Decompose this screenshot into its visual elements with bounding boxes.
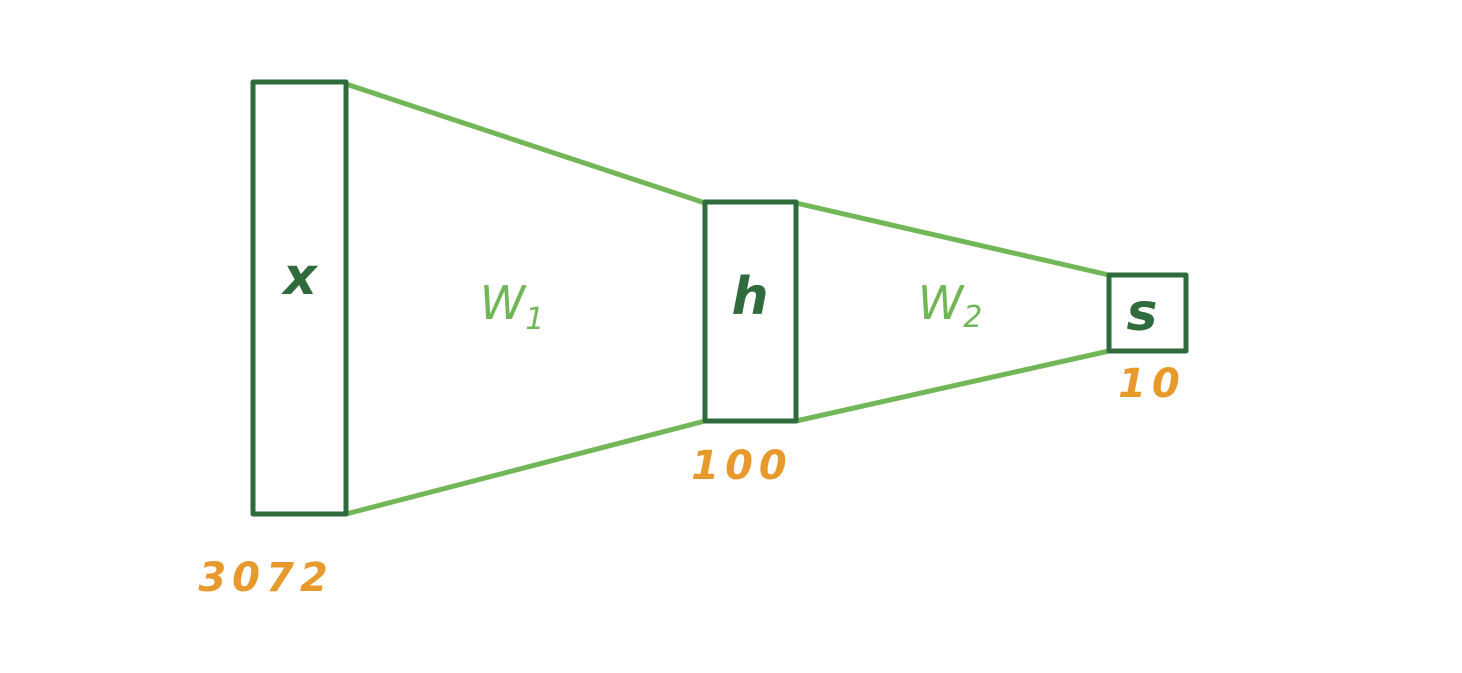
weight-label-w2: W2 xyxy=(918,276,983,335)
connector-x-h-bottom xyxy=(343,418,708,517)
size-label-x: 3072 xyxy=(198,555,333,601)
weight-label-w2-subscript: 2 xyxy=(963,300,982,335)
size-label-s: 10 xyxy=(1118,361,1186,407)
layer-label-x: x xyxy=(280,247,318,307)
size-label-h: 100 xyxy=(691,443,793,489)
connector-h-s-bottom xyxy=(793,348,1112,424)
weight-label-w1: W1 xyxy=(480,276,545,337)
weight-label-w1-main: W xyxy=(480,276,527,330)
connector-x-h-top xyxy=(343,81,708,206)
layer-box-h xyxy=(702,199,799,424)
layer-label-s: s xyxy=(1127,283,1158,343)
layer-box-s xyxy=(1106,272,1189,354)
weight-label-w2-main: W xyxy=(918,276,965,330)
weight-label-w1-subscript: 1 xyxy=(525,302,544,337)
layer-label-h: h xyxy=(731,267,768,327)
connector-h-s-top xyxy=(793,200,1112,278)
layer-box-x xyxy=(250,79,349,517)
